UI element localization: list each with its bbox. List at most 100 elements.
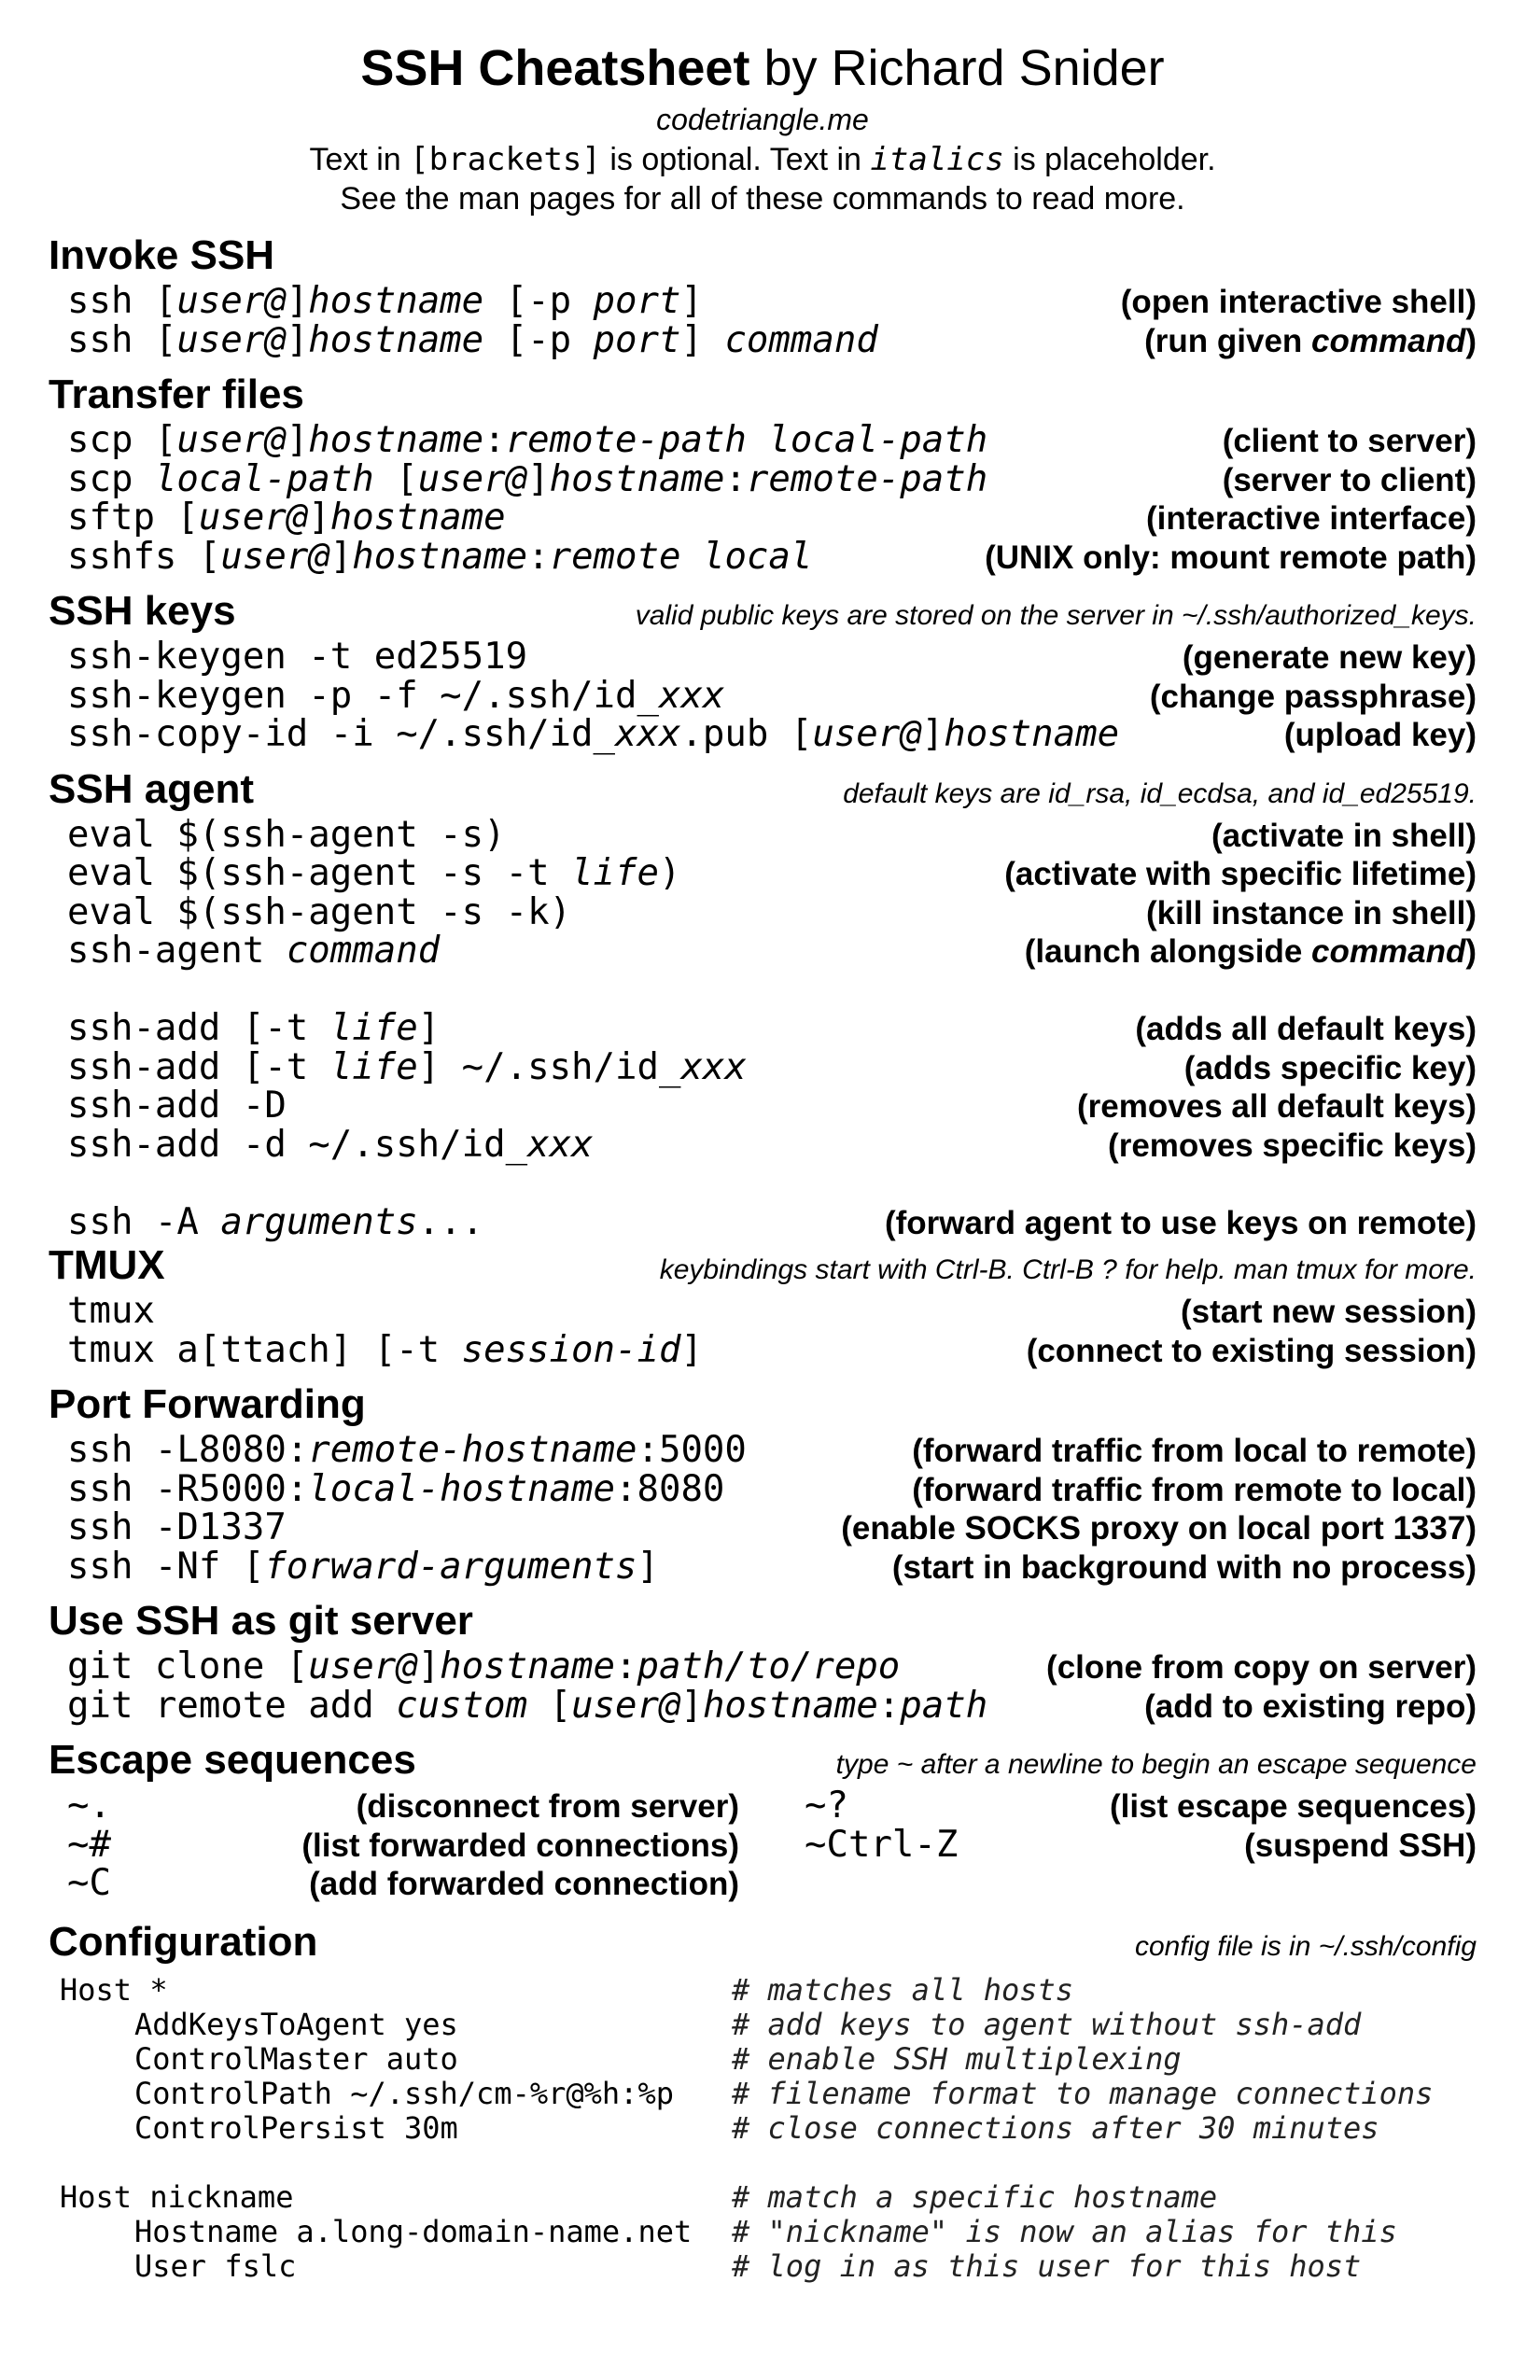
command-text: ssh-add [-t life] ~/.ssh/id_xxx bbox=[67, 1045, 747, 1088]
command-description: (enable SOCKS proxy on local port 1337) bbox=[841, 1510, 1477, 1547]
command-description: (activate with specific lifetime) bbox=[1004, 856, 1477, 892]
section-title: Configuration bbox=[49, 1918, 318, 1965]
command-row: ssh-add [-t life] (adds all default keys… bbox=[49, 1007, 1477, 1049]
command-description: (forward agent to use keys on remote) bbox=[884, 1204, 1477, 1241]
section-tmux: TMUX keybindings start with Ctrl-B. Ctrl… bbox=[49, 1241, 1477, 1371]
command-row: ssh-keygen -t ed25519 (generate new key) bbox=[49, 636, 1477, 678]
section-title: SSH agent bbox=[49, 765, 255, 812]
command-row: sftp [user@]hostname (interactive interf… bbox=[49, 497, 1477, 539]
command-row: ssh-agent command (launch alongside comm… bbox=[49, 930, 1477, 972]
section-configuration: Configuration config file is in ~/.ssh/c… bbox=[49, 1918, 1477, 2284]
command-description: (open interactive shell) bbox=[1120, 284, 1477, 320]
command-text: ssh-add -D bbox=[67, 1085, 287, 1127]
header: SSH Cheatsheet by Richard Snider codetri… bbox=[49, 37, 1477, 218]
command-description: (client to server) bbox=[1222, 423, 1477, 459]
command-row: git remote add custom [user@]hostname:pa… bbox=[49, 1685, 1477, 1727]
command-text: ssh -Nf [forward-arguments] bbox=[67, 1545, 659, 1588]
command-row: tmux a[ttach] [-t session-id] (connect t… bbox=[49, 1329, 1477, 1371]
command-text: ssh-copy-id -i ~/.ssh/id_xxx.pub [user@]… bbox=[67, 713, 1120, 755]
command-description: (run given command) bbox=[1144, 322, 1477, 359]
command-text: git clone [user@]hostname:path/to/repo bbox=[67, 1645, 901, 1687]
section-note: keybindings start with Ctrl-B. Ctrl-B ? … bbox=[659, 1254, 1477, 1285]
command-text: sftp [user@]hostname bbox=[67, 497, 506, 539]
section-port-forwarding: Port Forwarding ssh -L8080:remote-hostna… bbox=[49, 1380, 1477, 1588]
command-text: ssh -D1337 bbox=[67, 1506, 287, 1548]
command-row: scp [user@]hostname:remote-path local-pa… bbox=[49, 419, 1477, 461]
section-title: Escape sequences bbox=[49, 1737, 416, 1783]
command-text: ssh-add -d ~/.ssh/id_xxx bbox=[67, 1123, 594, 1166]
page-title: SSH Cheatsheet by Richard Snider bbox=[360, 40, 1165, 96]
config-code-block: Host *# matches all hosts AddKeysToAgent… bbox=[49, 1972, 1477, 2284]
command-row: ssh [user@]hostname [-p port] (open inte… bbox=[49, 280, 1477, 322]
section-title: SSH keys bbox=[49, 588, 236, 634]
command-row: ssh [user@]hostname [-p port] command (r… bbox=[49, 318, 1477, 361]
section-note: valid public keys are stored on the serv… bbox=[635, 600, 1477, 631]
cheatsheet-page: SSH Cheatsheet by Richard Snider codetri… bbox=[49, 37, 1477, 2284]
command-description: (activate in shell) bbox=[1211, 817, 1477, 854]
command-description: (generate new key) bbox=[1182, 639, 1477, 676]
config-line: ControlMaster auto# enable SSH multiplex… bbox=[134, 2040, 1182, 2077]
command-text: eval $(ssh-agent -s) bbox=[67, 813, 506, 856]
command-row: ssh-add [-t life] ~/.ssh/id_xxx (adds sp… bbox=[49, 1045, 1477, 1088]
section-ssh-keys: SSH keys valid public keys are stored on… bbox=[49, 587, 1477, 755]
command-text: ssh-keygen -t ed25519 bbox=[67, 636, 528, 678]
command-description: (interactive interface) bbox=[1145, 500, 1477, 537]
command-row: ssh-keygen -p -f ~/.ssh/id_xxx (change p… bbox=[49, 675, 1477, 717]
command-text: ssh -A arguments... bbox=[67, 1200, 484, 1243]
config-line: ControlPersist 30m# close connections af… bbox=[134, 2109, 1379, 2146]
command-description: (forward traffic from local to remote) bbox=[912, 1433, 1477, 1469]
escape-item: ~Ctrl-Z(suspend SSH) bbox=[805, 1823, 1477, 1866]
section-title: Port Forwarding bbox=[49, 1381, 366, 1427]
command-text: ssh [user@]hostname [-p port] bbox=[67, 280, 703, 322]
command-description: (clone from copy on server) bbox=[1046, 1649, 1477, 1686]
command-row: ssh -Nf [forward-arguments] (start in ba… bbox=[49, 1545, 1477, 1588]
command-row: eval $(ssh-agent -s -t life) (activate w… bbox=[49, 852, 1477, 894]
command-text: ssh -R5000:local-hostname:8080 bbox=[67, 1467, 725, 1510]
command-text: eval $(ssh-agent -s -k) bbox=[67, 890, 572, 933]
header-note-1: Text in [brackets] is optional. Text in … bbox=[309, 141, 1216, 178]
command-text: ssh-agent command bbox=[67, 930, 441, 972]
command-description: (upload key) bbox=[1283, 717, 1477, 753]
config-line: AddKeysToAgent yes# add keys to agent wi… bbox=[134, 2006, 1362, 2042]
command-text: eval $(ssh-agent -s -t life) bbox=[67, 852, 681, 894]
section-title: Use SSH as git server bbox=[49, 1598, 473, 1644]
section-transfer-files: Transfer files scp [user@]hostname:remot… bbox=[49, 371, 1477, 578]
command-text: ssh-add [-t life] bbox=[67, 1007, 441, 1049]
section-note: default keys are id_rsa, id_ecdsa, and i… bbox=[843, 777, 1477, 809]
command-row: scp local-path [user@]hostname:remote-pa… bbox=[49, 457, 1477, 500]
command-row: ssh-add -d ~/.ssh/id_xxx (removes specif… bbox=[49, 1123, 1477, 1166]
command-text: scp local-path [user@]hostname:remote-pa… bbox=[67, 457, 988, 500]
escape-item: ~C(add forwarded connection) bbox=[67, 1862, 739, 1904]
section-note: type ~ after a newline to begin an escap… bbox=[835, 1749, 1477, 1780]
site-url: codetriangle.me bbox=[656, 103, 869, 136]
command-description: (start in background with no process) bbox=[891, 1548, 1477, 1586]
section-invoke-ssh: Invoke SSH ssh [user@]hostname [-p port]… bbox=[49, 231, 1477, 361]
escape-item: ~.(disconnect from server) bbox=[67, 1785, 739, 1827]
command-row: ssh -A arguments... (forward agent to us… bbox=[49, 1200, 1477, 1243]
command-description: (add to existing repo) bbox=[1144, 1687, 1477, 1725]
command-row: eval $(ssh-agent -s) (activate in shell) bbox=[49, 813, 1477, 856]
section-title: Transfer files bbox=[49, 371, 304, 417]
command-description: (removes all default keys) bbox=[1077, 1088, 1477, 1125]
command-description: (adds specific key) bbox=[1183, 1049, 1477, 1086]
escape-grid: ~.(disconnect from server) ~?(list escap… bbox=[49, 1785, 1477, 1904]
config-line: ControlPath ~/.ssh/cm-%r@%h:%p# filename… bbox=[134, 2075, 1434, 2111]
command-description: (UNIX only: mount remote path) bbox=[985, 539, 1477, 576]
section-title: TMUX bbox=[49, 1242, 165, 1288]
command-row: eval $(ssh-agent -s -k) (kill instance i… bbox=[49, 890, 1477, 933]
config-line: Host nickname# match a specific hostname bbox=[60, 2178, 1218, 2215]
command-row: tmux (start new session) bbox=[49, 1290, 1477, 1332]
command-row: ssh -R5000:local-hostname:8080 (forward … bbox=[49, 1467, 1477, 1510]
command-description: (change passphrase) bbox=[1149, 678, 1477, 715]
command-description: (server to client) bbox=[1222, 461, 1477, 498]
command-description: (removes specific keys) bbox=[1108, 1127, 1477, 1164]
command-description: (connect to existing session) bbox=[1026, 1332, 1477, 1369]
command-text: ssh [user@]hostname [-p port] command bbox=[67, 318, 878, 361]
command-row: git clone [user@]hostname:path/to/repo (… bbox=[49, 1645, 1477, 1687]
command-text: ssh -L8080:remote-hostname:5000 bbox=[67, 1429, 747, 1471]
section-note: config file is in ~/.ssh/config bbox=[1134, 1930, 1477, 1962]
section-git-server: Use SSH as git server git clone [user@]h… bbox=[49, 1597, 1477, 1727]
command-description: (start new session) bbox=[1180, 1294, 1477, 1330]
command-description: (kill instance in shell) bbox=[1146, 894, 1477, 931]
command-row: ssh-copy-id -i ~/.ssh/id_xxx.pub [user@]… bbox=[49, 713, 1477, 755]
